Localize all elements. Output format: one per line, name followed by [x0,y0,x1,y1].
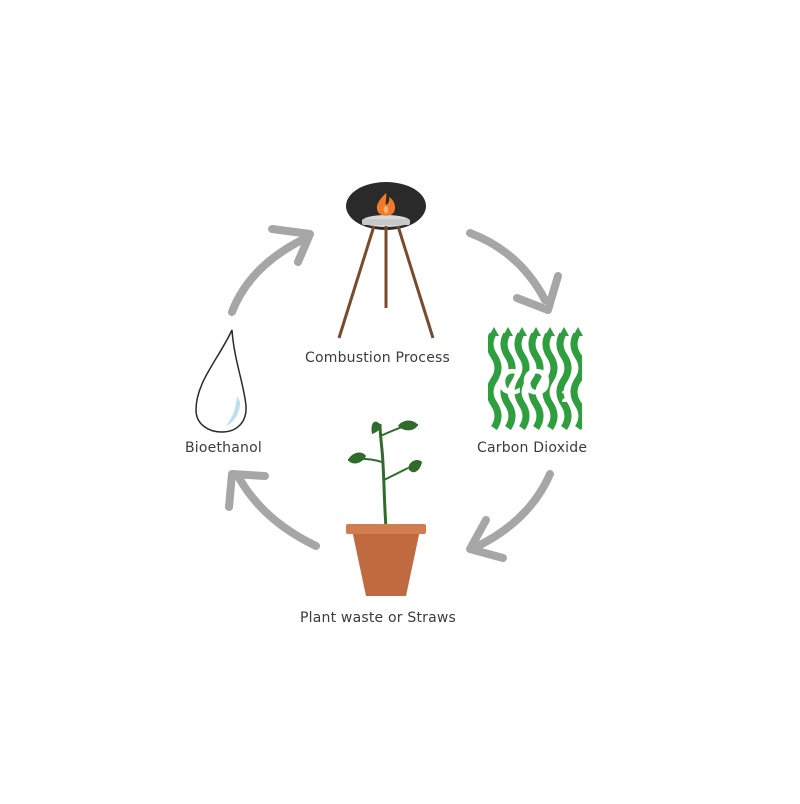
co2-text: CO [497,363,551,403]
arrow-combustion-to-co2 [466,229,562,314]
co2-subscript: 2 [561,387,572,406]
arrow-bioethanol-to-combustion [228,225,314,316]
co2-icon: CO 2 [488,327,583,430]
bioethanol-label: Bioethanol [185,440,262,456]
carbon-dioxide-label: Carbon Dioxide [477,440,588,456]
arrow-plant-to-bioethanol [225,470,320,550]
arrow-co2-to-plant [466,470,554,562]
potted-plant-icon [346,420,426,596]
combustion-process-label: Combustion Process [305,350,451,366]
droplet-icon [195,329,247,433]
fire-bowl-icon [337,182,435,339]
plant-waste-label: Plant waste or Straws [300,610,457,626]
